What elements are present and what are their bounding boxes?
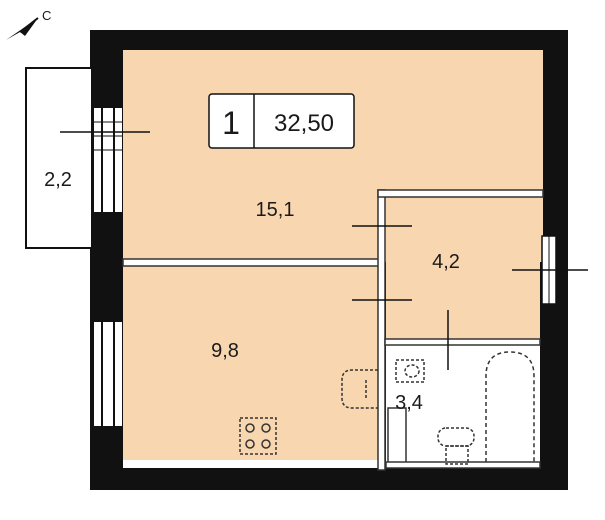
interior-walls <box>122 189 544 471</box>
bedroom-bottom-strip <box>123 460 383 468</box>
bathtub-icon <box>485 351 535 462</box>
room-label-bathroom: 3,4 <box>395 392 423 414</box>
compass-letter: С <box>42 8 51 23</box>
rooms-count: 1 <box>222 105 240 141</box>
bedroom-floor <box>123 266 383 466</box>
balcony-outline <box>25 67 93 249</box>
compass: С <box>6 8 51 40</box>
stove-icon <box>239 417 277 455</box>
kitchen-floor <box>386 196 540 342</box>
room-label-balcony: 2,2 <box>44 169 72 191</box>
room-label-bedroom: 9,8 <box>211 340 239 362</box>
door-markers <box>60 131 588 370</box>
apartment-badge: 1 32,50 <box>208 93 355 149</box>
washbasin-icon <box>395 359 425 383</box>
sink-icon <box>341 369 378 409</box>
room-label-living: 15,1 <box>256 199 295 221</box>
window-left-lower <box>94 322 122 426</box>
bathroom-floor <box>386 344 540 464</box>
total-area: 32,50 <box>274 110 334 137</box>
toilet-icon <box>437 427 475 465</box>
room-label-kitchen: 4,2 <box>432 251 460 273</box>
window-left-upper <box>94 108 122 212</box>
